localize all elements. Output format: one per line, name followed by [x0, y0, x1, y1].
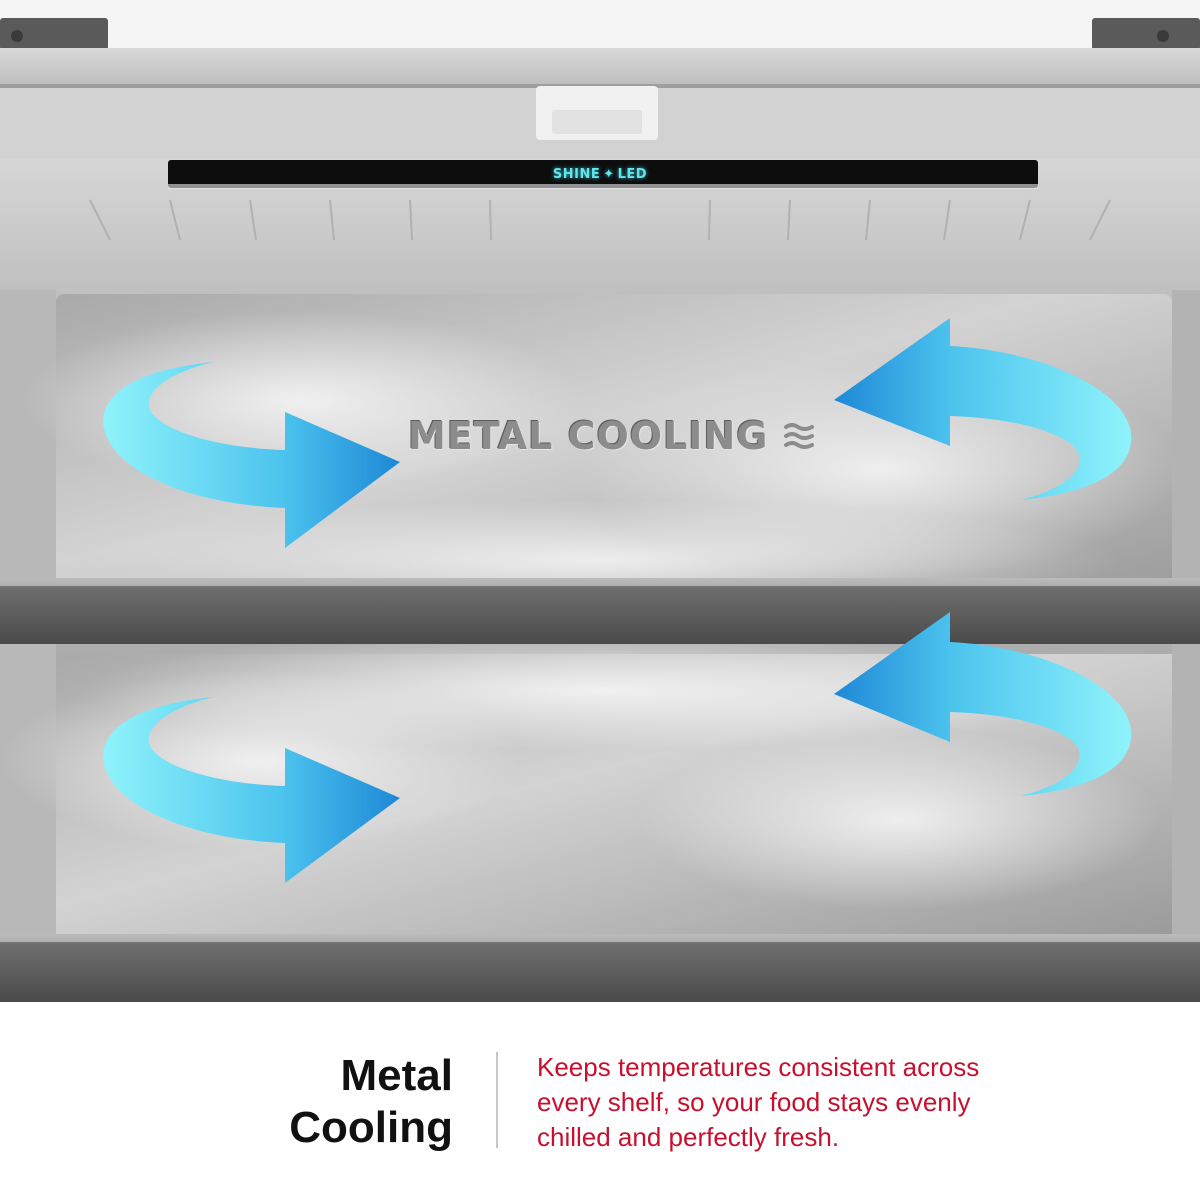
- curved-arrow-icon: [103, 697, 401, 883]
- led-label: SHINE ✦ LED: [520, 163, 680, 185]
- fridge-interior-scene: SHINE ✦ LED METAL COOLING: [0, 0, 1200, 1002]
- fridge-illustration: [0, 0, 1200, 1002]
- led-label-left: SHINE: [552, 166, 601, 182]
- led-label-right: LED: [617, 166, 648, 182]
- caption-description-line: chilled and perfectly fresh.: [537, 1122, 840, 1152]
- caption-title-line: Metal: [340, 1051, 453, 1100]
- caption-description-line: every shelf, so your food stays evenly: [537, 1087, 971, 1117]
- caption-description-line: Keeps temperatures consistent across: [537, 1052, 980, 1082]
- feature-caption: Metal Cooling Keeps temperatures consist…: [0, 1002, 1200, 1200]
- curved-arrow-icon: [834, 612, 1132, 796]
- sparkle-icon: ✦: [603, 166, 615, 182]
- curved-arrow-icon: [103, 362, 401, 548]
- caption-title-line: Cooling: [289, 1103, 453, 1152]
- caption-divider: [496, 1052, 498, 1148]
- airflow-waves-icon: [784, 423, 815, 449]
- metal-cooling-panel-label: METAL COOLING: [408, 414, 816, 458]
- panel-title-text: METAL COOLING: [408, 414, 769, 458]
- curved-arrow-icon: [834, 318, 1132, 500]
- caption-description: Keeps temperatures consistent across eve…: [537, 1050, 1057, 1155]
- caption-title: Metal Cooling: [289, 1050, 453, 1154]
